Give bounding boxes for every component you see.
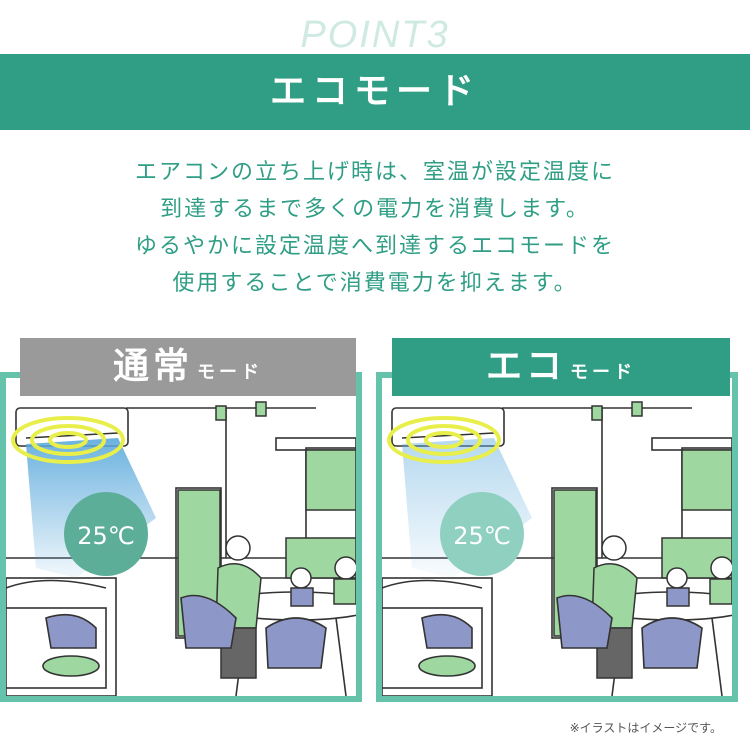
room-scene-illustration: 25℃ — [382, 401, 732, 696]
feature-description: エアコンの立ち上げ時は、室温が設定温度に 到達するまで多くの電力を消費します。 … — [0, 154, 750, 302]
feature-banner: エコモード — [0, 54, 750, 130]
eco-mode-illustration: 25℃ — [376, 372, 738, 702]
temperature-bubble — [64, 492, 148, 576]
point-label: POINT3 — [300, 14, 450, 56]
eco-mode-subtitle: モード — [570, 362, 636, 383]
illustration-disclaimer: ※イラストはイメージです。 — [569, 721, 722, 735]
description-line: 到達するまで多くの電力を消費します。 — [160, 197, 590, 222]
normal-mode-subtitle: モード — [197, 362, 263, 383]
normal-mode-illustration: 25℃ — [0, 372, 362, 702]
eco-mode-header: エコ モード — [392, 338, 730, 396]
eco-mode-title: エコ — [485, 346, 566, 387]
temperature-value: 25℃ — [77, 522, 135, 550]
temperature-value: 25℃ — [453, 522, 511, 550]
room-scene-illustration: 25℃ — [6, 401, 356, 696]
normal-mode-title: 通常 — [112, 346, 193, 387]
description-line: 使用することで消費電力を抑えます。 — [172, 271, 578, 296]
description-line: ゆるやかに設定温度へ到達するエコモードを — [134, 234, 615, 259]
normal-mode-header: 通常 モード — [20, 338, 356, 396]
temperature-bubble — [440, 492, 524, 576]
description-line: エアコンの立ち上げ時は、室温が設定温度に — [134, 160, 615, 185]
